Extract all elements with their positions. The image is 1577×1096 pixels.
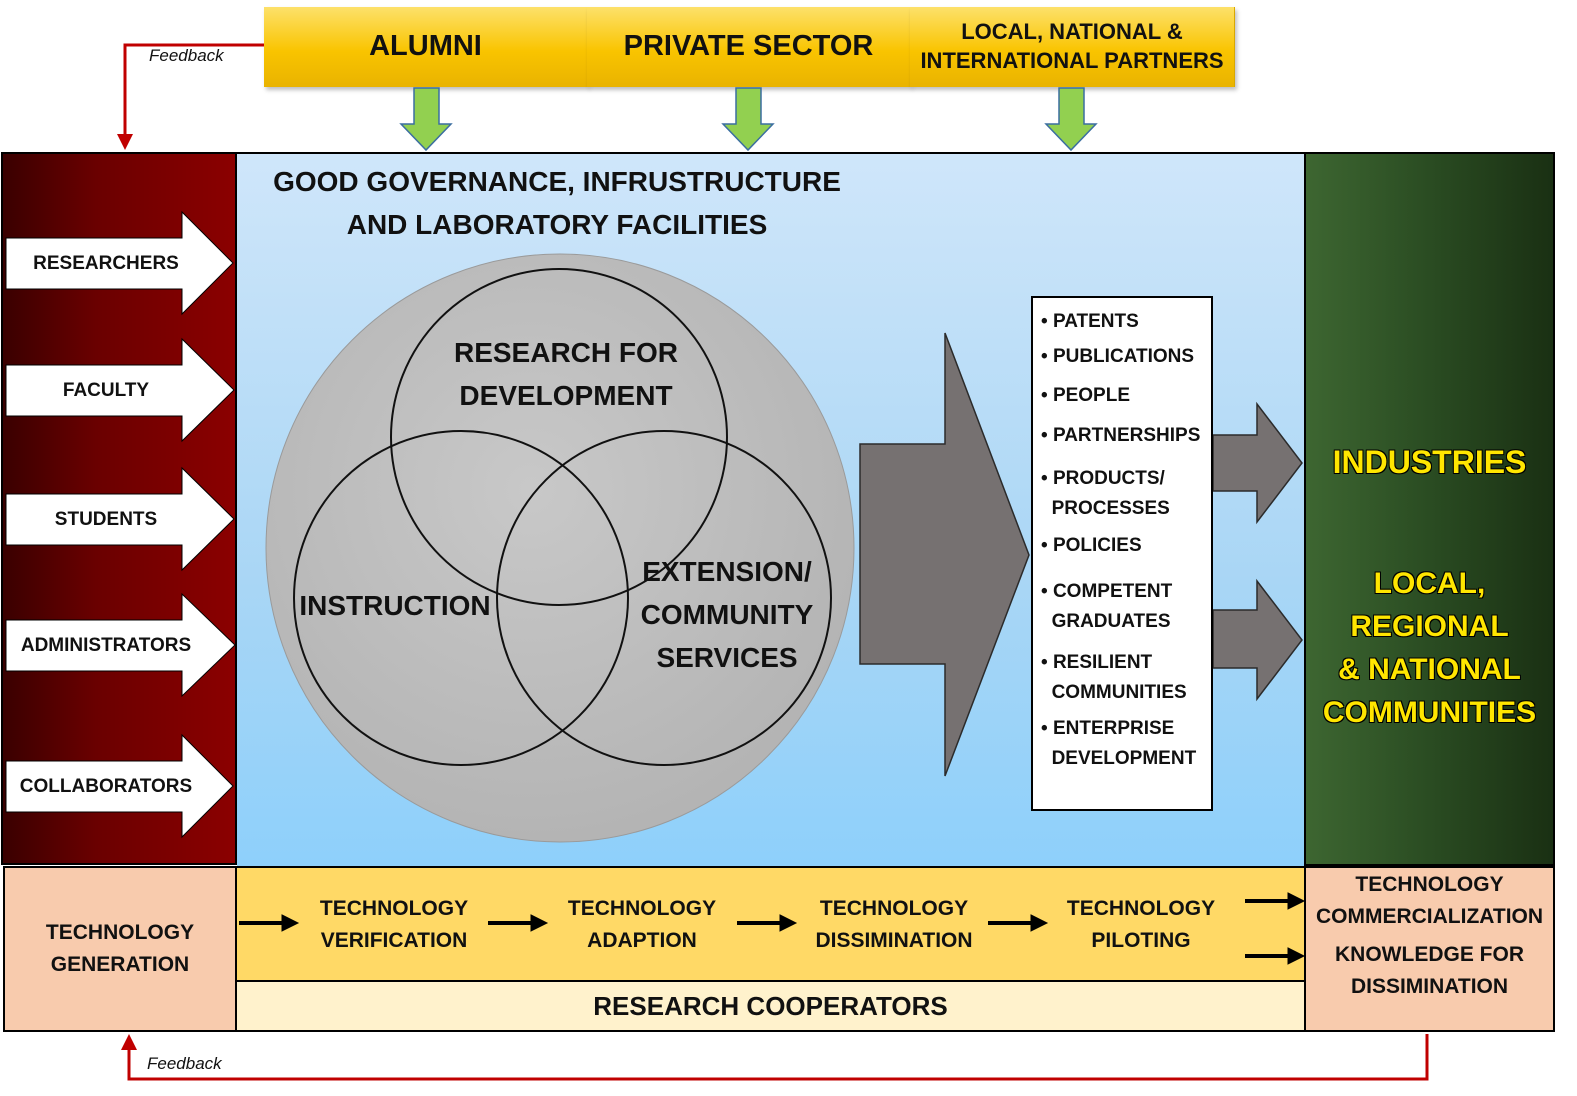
venn-label-research-line1: RESEARCH FOR — [453, 337, 678, 368]
communities-label: LOCAL, REGIONAL & NATIONAL COMMUNITIES — [1306, 562, 1553, 734]
input-label-faculty: FACULTY — [62, 379, 150, 401]
communities-line4: COMMUNITIES — [1322, 696, 1537, 729]
down-arrow-alumni — [399, 87, 453, 152]
tech-comm-line4: DISSIMINATION — [1350, 975, 1509, 998]
feedback-label-top: Feedback — [149, 46, 224, 65]
input-arrow-students — [5, 466, 235, 572]
output-item: • RESILIENT COMMUNITIES — [1041, 652, 1187, 703]
venn-disc — [265, 253, 855, 843]
research-cooperators-bar: RESEARCH COOPERATORS — [237, 982, 1304, 1032]
alumni-box: ALUMNI — [264, 7, 588, 87]
output-item: • PATENTS — [1041, 311, 1139, 332]
arrow-to-communities — [1212, 578, 1303, 702]
feedback-line-top — [123, 43, 264, 138]
venn-circle-extension — [496, 430, 832, 766]
venn-circle-research — [390, 268, 728, 606]
input-arrow-collaborators — [5, 733, 234, 839]
output-item: • PEOPLE — [1041, 385, 1131, 406]
governance-title: GOOD GOVERNANCE, INFRUSTRUCTURE AND LABO… — [240, 160, 874, 246]
partners-label-line2: INTERNATIONAL PARTNERS — [920, 48, 1224, 73]
feedback-label-bottom: Feedback — [147, 1054, 222, 1073]
tech-comm-line3: KNOWLEDGE FOR — [1335, 943, 1524, 966]
output-item: • ENTERPRISE DEVELOPMENT — [1041, 718, 1197, 769]
input-label-students: STUDENTS — [54, 508, 158, 530]
communities-line2: REGIONAL — [1350, 610, 1509, 643]
input-label-administrators: ADMINISTRATORS — [20, 634, 192, 656]
big-output-arrow — [859, 332, 1030, 777]
governance-title-line1: GOOD GOVERNANCE, INFRUSTRUCTURE — [273, 166, 841, 197]
venn-label-extension-line2: COMMUNITY — [640, 599, 814, 630]
input-arrow-faculty — [5, 337, 235, 443]
input-arrow-researchers — [5, 210, 234, 316]
governance-title-line2: AND LABORATORY FACILITIES — [346, 209, 768, 240]
input-arrow-administrators — [5, 592, 236, 698]
beneficiaries-panel: INDUSTRIES LOCAL, REGIONAL & NATIONAL CO… — [1304, 152, 1555, 866]
feedback-line-bottom — [127, 1034, 1429, 1081]
feedback-arrowhead-top — [117, 134, 133, 150]
output-item: • COMPETENT GRADUATES — [1041, 581, 1173, 632]
output-item: • PARTNERSHIPS — [1041, 425, 1201, 446]
down-arrow-private-sector — [721, 87, 775, 152]
venn-label-research-line2: DEVELOPMENT — [459, 380, 673, 411]
input-label-researchers: RESEARCHERS — [33, 252, 179, 274]
technology-generation-box: TECHNOLOGY GENERATION — [3, 866, 237, 1032]
output-item: • PUBLICATIONS — [1041, 346, 1195, 367]
technology-generation-line1: TECHNOLOGY — [45, 921, 195, 944]
venn-label-research: RESEARCH FOR DEVELOPMENT — [420, 331, 712, 417]
tech-comm-line2: COMMERCIALIZATION — [1315, 905, 1544, 928]
communities-line3: & NATIONAL — [1338, 653, 1521, 686]
partners-box: LOCAL, NATIONAL & INTERNATIONAL PARTNERS — [910, 7, 1235, 87]
technology-commercialization-box: TECHNOLOGY COMMERCIALIZATION KNOWLEDGE F… — [1304, 866, 1555, 1032]
private-sector-label: PRIVATE SECTOR — [623, 30, 874, 63]
feedback-arrowhead-bottom — [121, 1034, 137, 1050]
down-arrow-partners — [1044, 87, 1098, 152]
private-sector-box: PRIVATE SECTOR — [587, 7, 911, 87]
technology-generation-line2: GENERATION — [50, 953, 190, 976]
industries-label: INDUSTRIES — [1332, 444, 1527, 480]
venn-label-extension: EXTENSION/ COMMUNITY SERVICES — [627, 550, 827, 679]
arrow-to-industries — [1212, 401, 1303, 525]
partners-label-line1: LOCAL, NATIONAL & — [961, 19, 1183, 45]
venn-circle-instruction — [293, 430, 629, 766]
alumni-label: ALUMNI — [369, 30, 482, 63]
tech-comm-line1: TECHNOLOGY — [1355, 873, 1504, 896]
venn-label-extension-line3: SERVICES — [656, 642, 798, 673]
output-item: • PRODUCTS/ PROCESSES — [1041, 468, 1170, 519]
venn-label-extension-line1: EXTENSION/ — [642, 556, 812, 587]
output-item: • POLICIES — [1041, 535, 1142, 556]
venn-label-instruction: INSTRUCTION — [299, 589, 491, 621]
communities-line1: LOCAL, — [1373, 567, 1486, 600]
outputs-list: • PATENTS • PUBLICATIONS • PEOPLE • PART… — [1031, 296, 1213, 811]
input-label-collaborators: COLLABORATORS — [19, 775, 193, 797]
